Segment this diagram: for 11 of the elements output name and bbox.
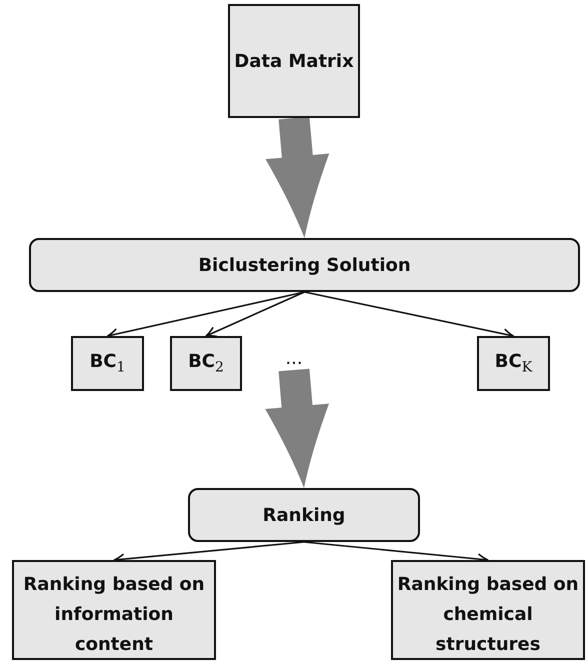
block-arrow [266,116,330,238]
process-box: Ranking based on chemical structures [391,560,585,660]
process-box: BC$_{1}$ [71,336,144,391]
process-box: Ranking [188,488,420,542]
process-box: BC$_{2}$ [170,336,242,391]
process-box: Ranking based on information content [12,560,216,660]
process-box: BC$_{K}$ [477,336,550,391]
process-box: Biclustering Solution [29,238,580,292]
process-box: Data Matrix [228,4,360,118]
block-arrow [265,368,329,488]
ellipsis-text: ... [274,346,314,370]
